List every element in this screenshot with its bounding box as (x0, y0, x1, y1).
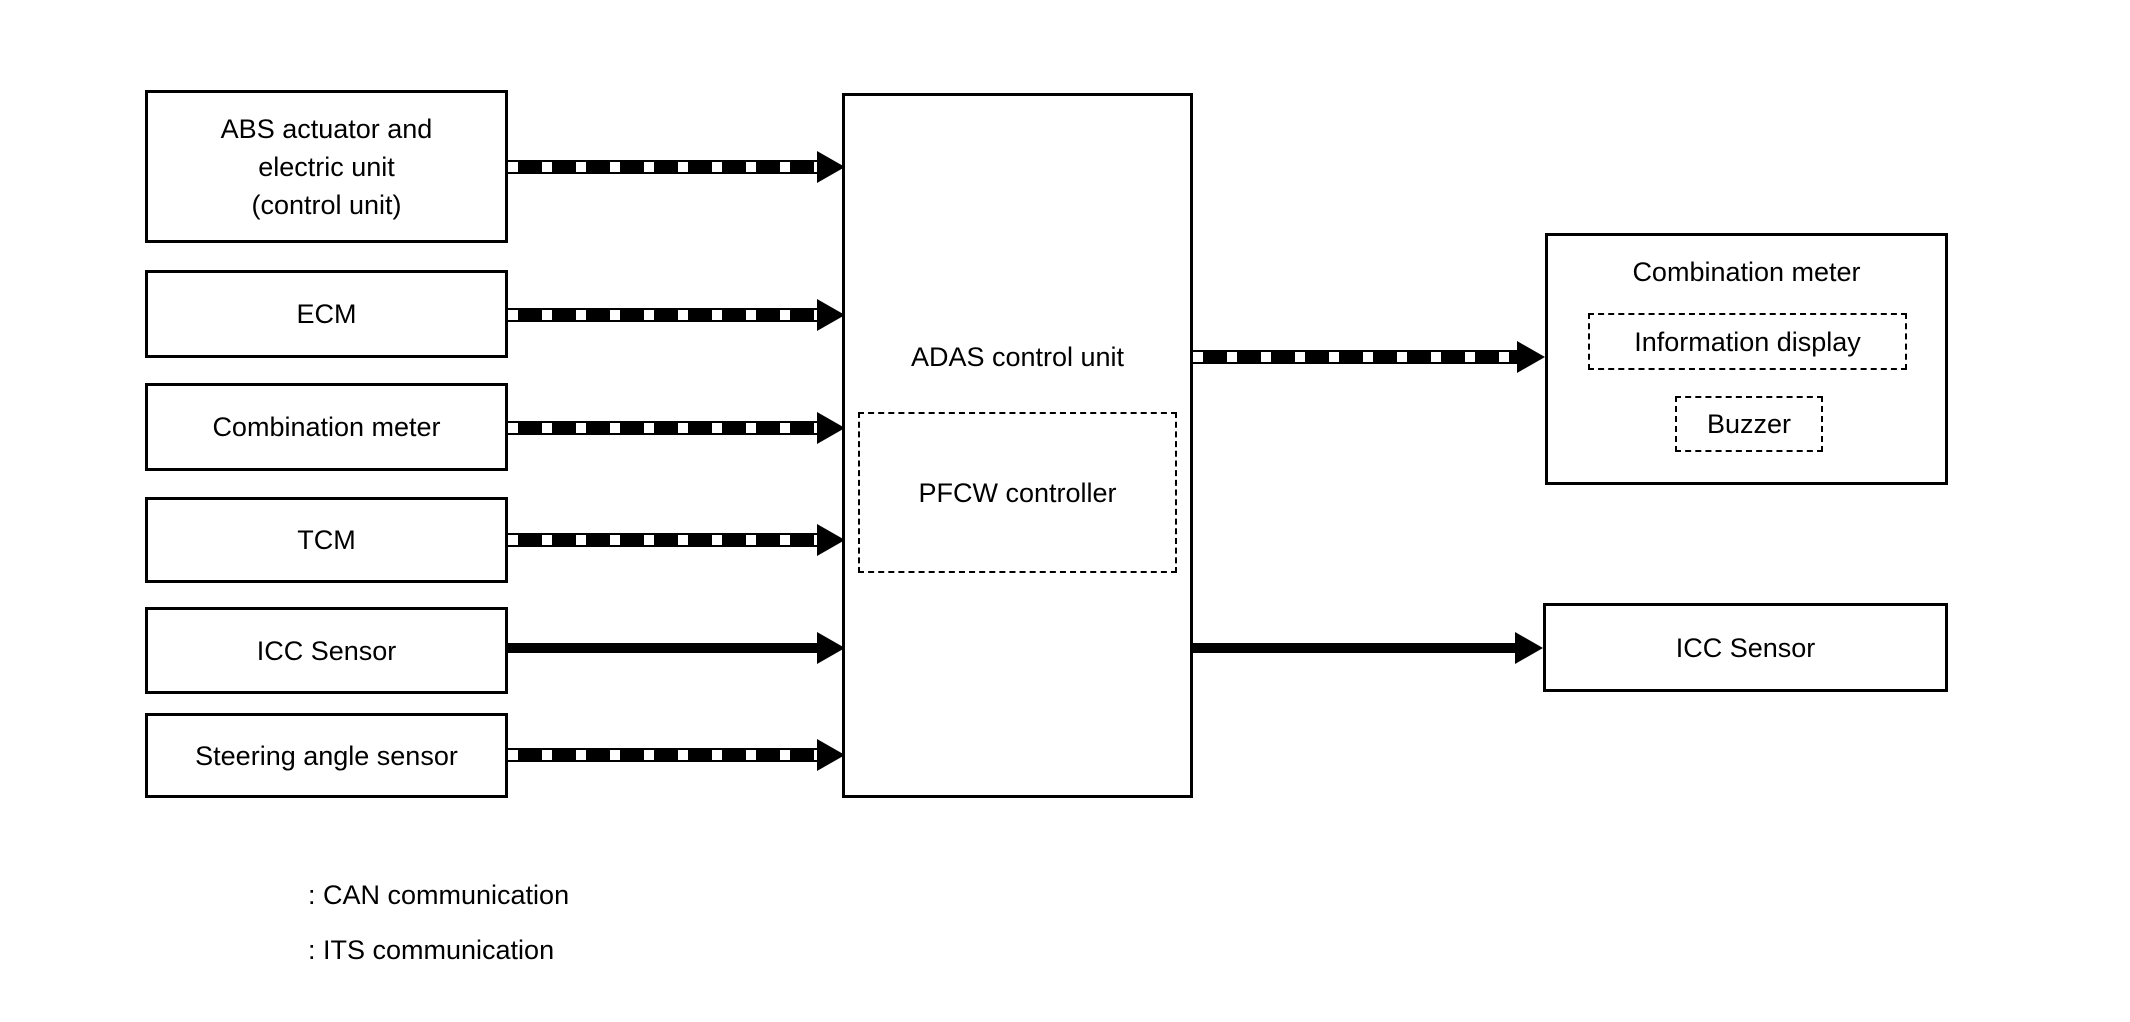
can-arrow-steering-angle-sensor-to-adas (508, 739, 845, 771)
arrowhead-icon (817, 299, 845, 331)
can-arrow-abs-to-adas (508, 151, 845, 183)
combination-meter-input-box: Combination meter (145, 383, 508, 471)
information-display-box: Information display (1588, 313, 1907, 370)
legend-can-row: : CAN communication (147, 879, 569, 911)
legend-can-label: : CAN communication (308, 880, 570, 910)
tcm-box: TCM (145, 497, 508, 583)
icc-sensor-input-box: ICC Sensor (145, 607, 508, 694)
can-arrow-combination-meter-to-adas (508, 412, 845, 444)
its-arrow-icc-sensor-to-adas (508, 632, 845, 664)
pfcw-controller-label: PFCW controller (918, 477, 1117, 508)
legend-its-row: : ITS communication (147, 934, 554, 966)
arrowhead-icon (817, 524, 845, 556)
ecm-label: ECM (296, 299, 357, 329)
can-arrow-ecm-to-adas (508, 299, 845, 331)
arrowhead-icon (817, 151, 845, 183)
arrowhead-icon (1517, 341, 1545, 373)
abs-actuator-label: ABS actuator and electric unit (control … (220, 113, 433, 220)
arrowhead-icon (817, 739, 845, 771)
its-arrow-adas-to-icc-sensor (1193, 632, 1543, 664)
buzzer-box: Buzzer (1675, 396, 1823, 452)
legend-can-arrow (147, 879, 288, 911)
adas-control-unit-label: ADAS control unit (910, 342, 1125, 372)
steering-angle-sensor-label: Steering angle sensor (195, 740, 458, 771)
arrowhead-icon (817, 632, 845, 664)
legend-its-label: : ITS communication (308, 935, 555, 965)
icc-sensor-output-box: ICC Sensor (1543, 603, 1948, 692)
its-arrow-bar (1193, 643, 1515, 653)
buzzer-label: Buzzer (1706, 409, 1792, 439)
information-display-label: Information display (1634, 326, 1861, 357)
its-arrow-bar (508, 643, 817, 653)
arrowhead-icon (1515, 632, 1543, 664)
can-arrow-bar (1193, 350, 1517, 364)
legend-its-arrow (147, 934, 288, 966)
tcm-label: TCM (297, 525, 356, 555)
combination-meter-output-box: Combination meter Information display Bu… (1545, 233, 1948, 485)
icc-sensor-output-label: ICC Sensor (1675, 632, 1816, 663)
can-arrow-adas-to-combination-meter (1193, 341, 1545, 373)
can-arrow-bar (508, 308, 817, 322)
can-arrow-bar (508, 160, 817, 174)
abs-actuator-box: ABS actuator and electric unit (control … (145, 90, 508, 243)
ecm-box: ECM (145, 270, 508, 358)
arrowhead-icon (817, 412, 845, 444)
steering-angle-sensor-box: Steering angle sensor (145, 713, 508, 798)
can-arrow-tcm-to-adas (508, 524, 845, 556)
can-arrow-bar (508, 533, 817, 547)
combination-meter-output-label: Combination meter (1632, 257, 1861, 287)
can-arrow-bar (508, 748, 817, 762)
icc-sensor-input-label: ICC Sensor (256, 635, 397, 666)
combination-meter-input-label: Combination meter (212, 412, 441, 442)
can-arrow-bar (508, 421, 817, 435)
adas-control-unit-box: ADAS control unit PFCW controller (842, 93, 1193, 798)
pfcw-controller-box: PFCW controller (858, 412, 1177, 573)
